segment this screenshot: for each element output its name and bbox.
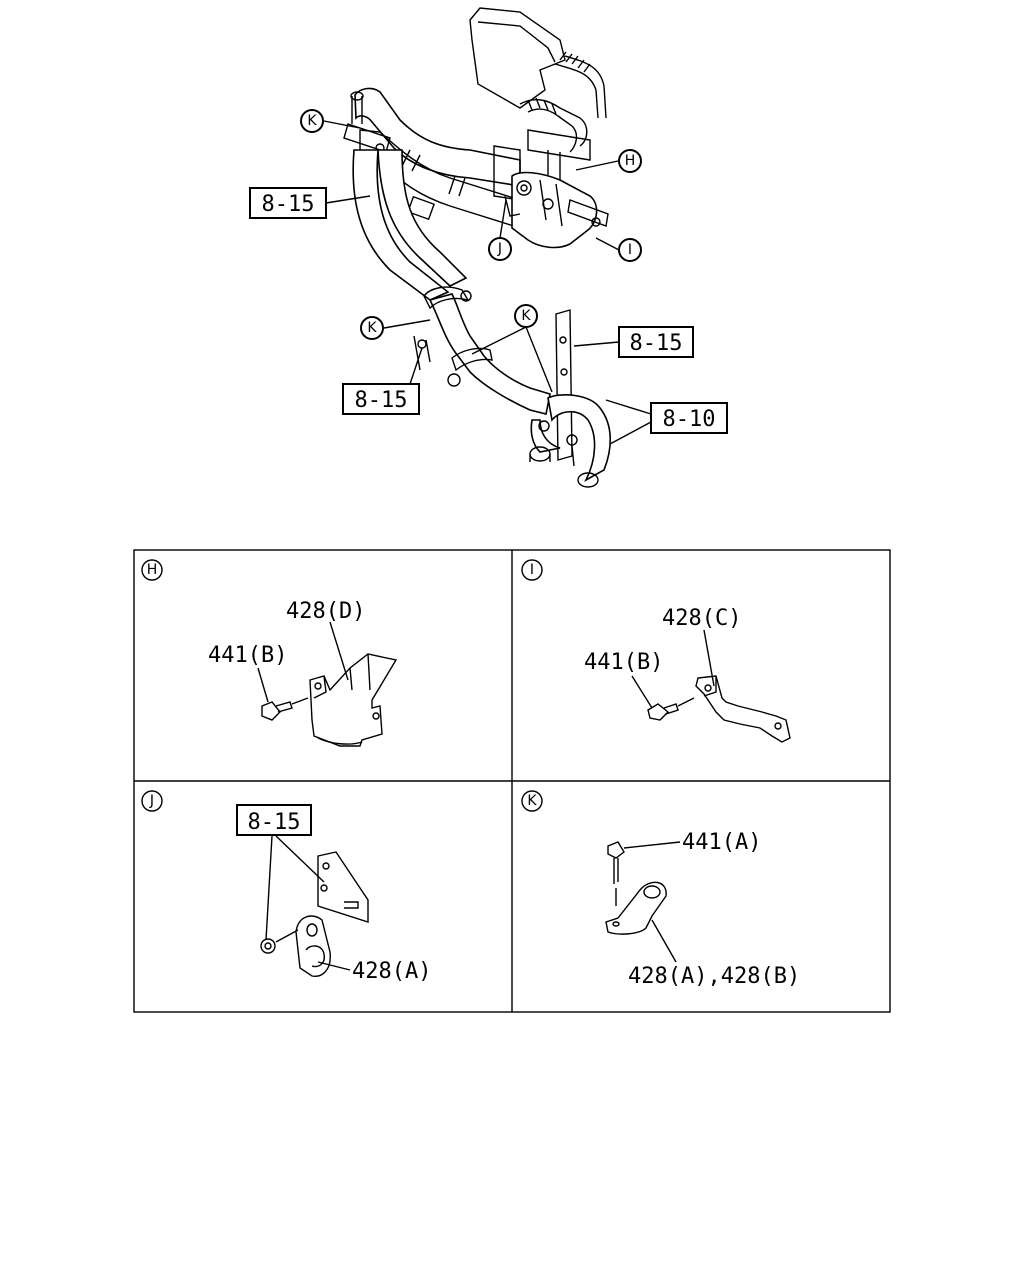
panel-j: J 8-15 428(A) [141,790,431,984]
panel-i-tag: I [521,559,543,581]
bolt-441b-h [261,697,309,721]
svg-text:K: K [527,793,537,809]
callout-k-top: K [300,109,324,133]
svg-text:H: H [147,562,158,578]
svg-text:I: I [628,242,632,258]
bracket-428c [695,675,791,743]
part-label-441b-i: 441(B) [584,650,663,675]
svg-text:8-15: 8-15 [248,810,301,835]
detail-grid [133,549,891,1013]
svg-text:8-10: 8-10 [663,407,716,432]
ref-box-hoses[interactable]: 8-10 [650,402,728,434]
svg-text:K: K [307,113,317,129]
nut-j [260,938,276,954]
callout-k-mid-left: K [360,316,384,340]
end-bracket-hoses [529,309,612,488]
svg-text:I: I [530,562,534,578]
bracket-428d [309,653,398,747]
svg-text:8-15: 8-15 [262,192,315,217]
ref-box-panel-j[interactable]: 8-15 [236,804,312,836]
clamp-428a-428b [605,881,667,935]
callout-j: J [488,237,512,261]
svg-text:K: K [367,320,377,336]
junction-clamps [493,145,609,249]
heater-unit [469,7,607,192]
svg-text:J: J [497,241,502,257]
panel-i: I 428(C) 441(B) [521,559,791,743]
svg-text:K: K [521,308,531,324]
callout-h: H [618,149,642,173]
panel-h: H 428(D) 441(B) [141,559,398,747]
panel-k-tag: K [521,790,543,812]
svg-text:8-15: 8-15 [630,331,683,356]
part-label-428a-428b: 428(A),428(B) [628,964,800,989]
part-label-441a: 441(A) [682,830,761,855]
svg-text:8-15: 8-15 [355,388,408,413]
panel-k: K 441(A) 428(A),428(B) [521,790,800,989]
callout-k-mid-right: K [514,304,538,328]
lower-hoses [352,149,551,415]
svg-text:H: H [625,153,636,169]
bolt-441a [607,841,625,906]
part-label-428c: 428(C) [662,606,741,631]
callout-i: I [618,238,642,262]
bolt-441b-i [647,697,695,721]
clamp-428a-j [295,915,331,977]
part-label-441b-h: 441(B) [208,643,287,668]
part-label-428d: 428(D) [286,599,365,624]
panel-j-tag: J [141,790,163,812]
panel-h-tag: H [141,559,163,581]
overview-illustration: K H I J K K 8-15 8-15 [249,7,728,488]
plate-8-15 [317,851,369,923]
svg-text:J: J [149,793,154,809]
ref-box-left[interactable]: 8-15 [249,187,327,219]
ref-box-mid-left[interactable]: 8-15 [342,383,420,415]
ref-box-mid-right[interactable]: 8-15 [618,326,694,358]
part-label-428a-j: 428(A) [352,959,431,984]
leader-lines [323,120,652,445]
